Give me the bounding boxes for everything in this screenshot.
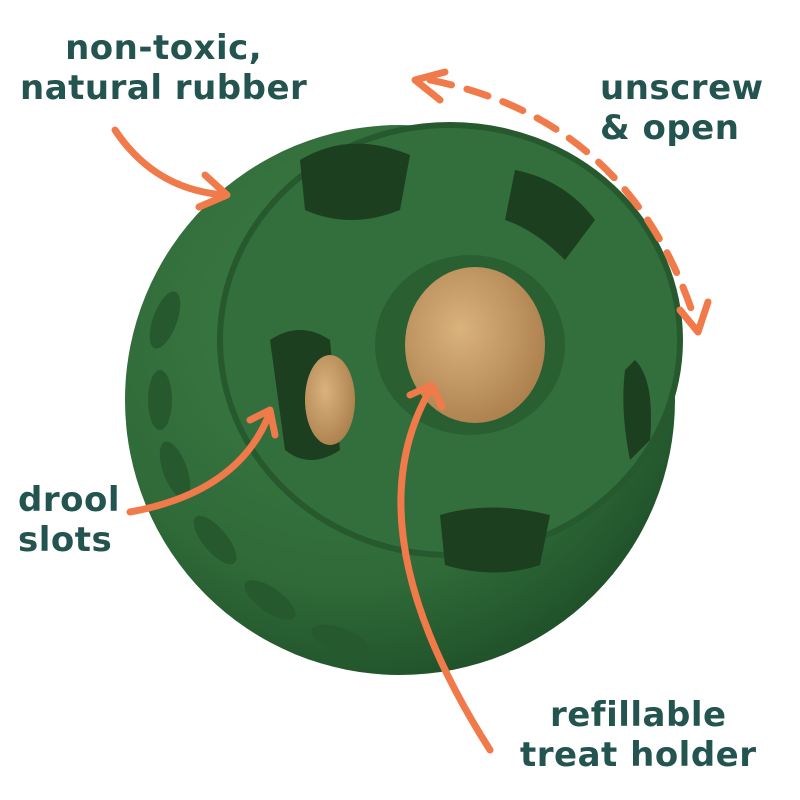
label-holder: refillable treat holder (520, 695, 757, 775)
treat (405, 267, 545, 423)
drool-slot (623, 360, 651, 460)
ball-ridges (148, 291, 369, 656)
arrow-slots (126, 406, 279, 516)
label-open: unscrew & open (600, 68, 764, 148)
side-treat (305, 355, 355, 445)
drool-slot (505, 170, 595, 260)
arrow-material (111, 126, 231, 211)
arrow-open (426, 76, 699, 324)
drool-slot (440, 507, 550, 573)
arrow-open-head-start (411, 68, 449, 104)
arrow-open-head-end (676, 298, 712, 336)
label-slots: drool slots (18, 480, 120, 560)
label-material: non-toxic, natural rubber (20, 28, 308, 108)
arrow-holder (397, 381, 494, 754)
drool-slot (300, 143, 410, 220)
